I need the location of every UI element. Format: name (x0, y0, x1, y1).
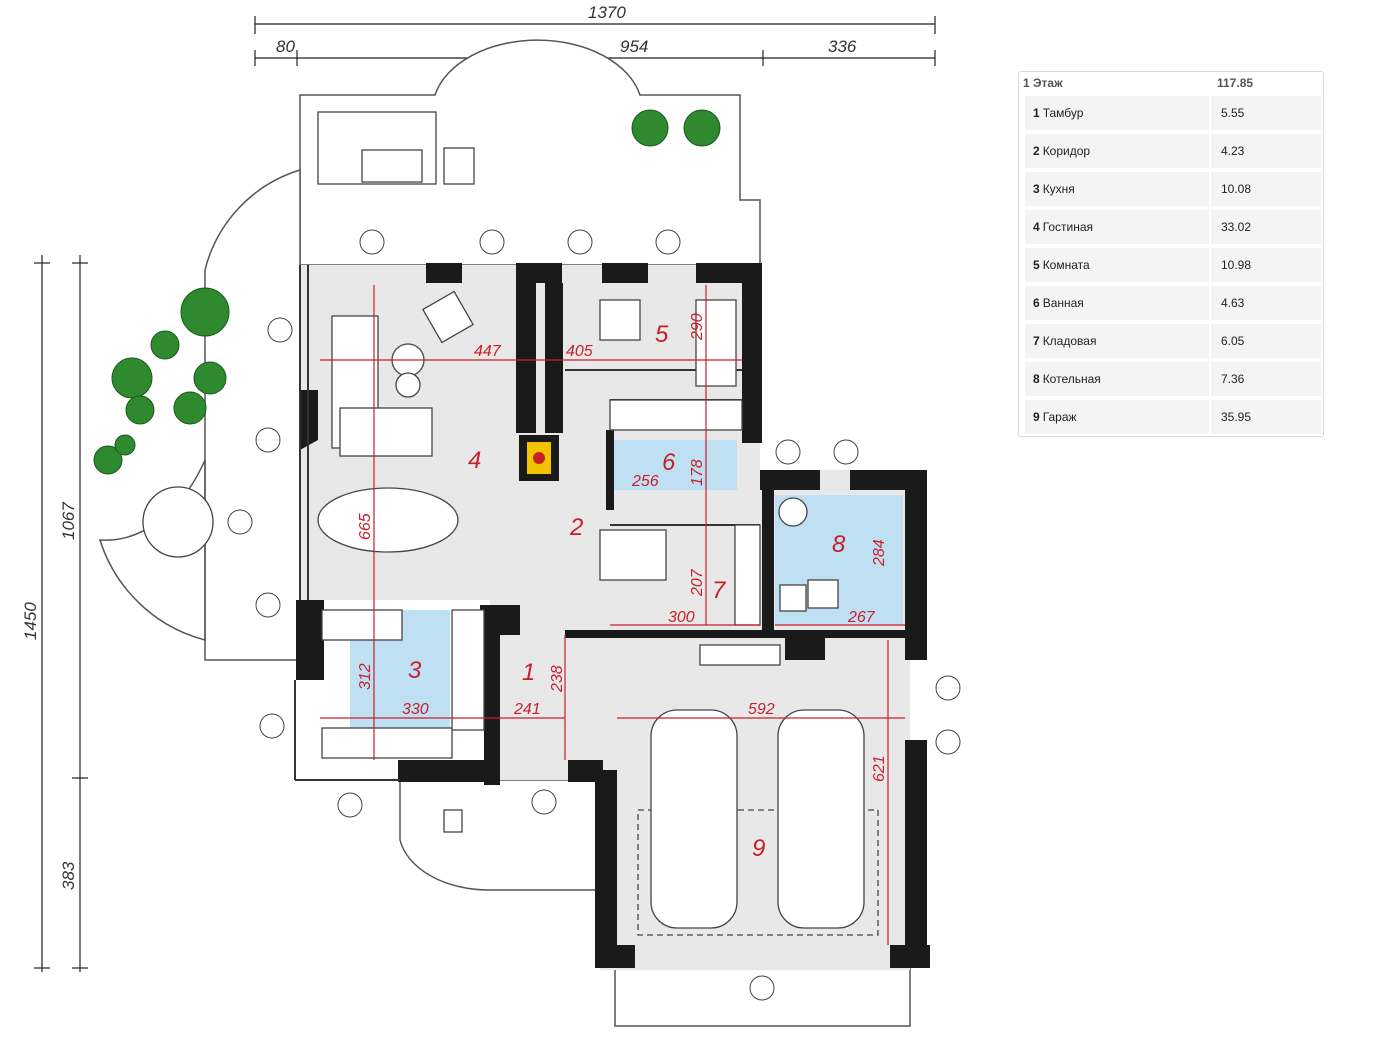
dim-r9-h: 621 (871, 755, 888, 782)
dim-r6-h: 178 (689, 459, 706, 486)
dimension-lines (34, 16, 936, 972)
legend-room-area: 10.08 (1211, 172, 1321, 206)
legend-room-name: Кладовая (1042, 334, 1097, 348)
legend-room-area: 4.23 (1211, 134, 1321, 168)
floor-plan: 1370 80 954 336 1450 1067 383 (21, 3, 961, 1027)
legend-header: 1 Этаж 117.85 (1019, 72, 1323, 94)
legend-room-area: 35.95 (1211, 400, 1321, 434)
legend-room-name: Комната (1042, 258, 1090, 272)
dim-r4-w: 447 (474, 343, 502, 360)
legend-room-number: 4 (1033, 220, 1040, 234)
legend-room-area: 7.36 (1211, 362, 1321, 396)
dim-top-mid: 954 (620, 37, 648, 56)
legend-room-name: Коридор (1042, 144, 1091, 158)
dim-left-lower: 383 (59, 861, 78, 890)
legend-room-area: 4.63 (1211, 286, 1321, 320)
room-number-4: 4 (468, 447, 481, 474)
legend-room-area: 5.55 (1211, 96, 1321, 130)
dim-r5-h: 290 (689, 313, 706, 341)
bathroom-area (612, 440, 737, 490)
opening-tags (227, 229, 961, 1001)
plants (93, 109, 721, 475)
legend-floor-label: 1 Этаж (1023, 76, 1063, 90)
room-dimension-lines (320, 285, 905, 945)
dim-r1-h: 238 (549, 665, 566, 693)
legend-room-number: 8 (1033, 372, 1040, 386)
dim-r3-h: 312 (357, 663, 374, 690)
room-number-6: 6 (662, 449, 676, 476)
legend-room-number: 6 (1033, 296, 1040, 310)
legend-room-name: Кухня (1042, 182, 1075, 196)
room-number-5: 5 (655, 321, 669, 348)
walls (296, 263, 930, 968)
fireplace (519, 435, 559, 481)
legend-room-name: Котельная (1042, 372, 1101, 386)
room-number-8: 8 (832, 531, 846, 558)
legend-floor-total: 117.85 (1217, 76, 1254, 90)
dim-r8-w: 267 (847, 609, 876, 626)
room-number-3: 3 (408, 657, 422, 684)
legend-room-area: 10.98 (1211, 248, 1321, 282)
dim-top-right: 336 (828, 37, 857, 56)
room-number-1: 1 (522, 659, 535, 686)
dim-r7-h: 207 (689, 568, 706, 597)
dim-r6-w: 256 (631, 473, 659, 490)
legend-room-number: 3 (1033, 182, 1040, 196)
legend-room-area: 33.02 (1211, 210, 1321, 244)
room-dimension-labels: 447 665 405 290 256 178 300 207 267 284 … (357, 313, 888, 782)
legend-room-name: Тамбур (1042, 106, 1084, 120)
legend-room-area: 6.05 (1211, 324, 1321, 358)
room-numbers: 1 2 3 4 5 6 7 8 9 (408, 321, 846, 862)
dim-top-left: 80 (276, 37, 295, 56)
dim-r7-w: 300 (668, 609, 695, 626)
terraces (98, 39, 911, 1027)
dim-r4-h: 665 (357, 513, 374, 540)
dim-r3-w: 330 (402, 701, 429, 718)
legend-room-name: Гараж (1042, 410, 1077, 424)
room-number-7: 7 (712, 577, 727, 604)
room-number-9: 9 (752, 835, 765, 862)
dim-r8-h: 284 (871, 539, 888, 567)
dim-r1-w: 241 (513, 701, 541, 718)
room-number-2: 2 (569, 514, 583, 541)
dim-left-total: 1450 (21, 602, 40, 640)
legend-room-name: Гостиная (1042, 220, 1094, 234)
legend-room-number: 1 (1033, 106, 1040, 120)
legend-room-number: 9 (1033, 410, 1040, 424)
legend-room-number: 7 (1033, 334, 1040, 348)
legend-room-number: 2 (1033, 144, 1040, 158)
legend-room-number: 5 (1033, 258, 1040, 272)
dim-r9-w: 592 (748, 701, 775, 718)
dim-r5-w: 405 (566, 343, 593, 360)
dim-top-total: 1370 (588, 3, 626, 22)
furniture (142, 111, 879, 936)
legend-room-name: Ванная (1042, 296, 1084, 310)
dim-left-upper: 1067 (59, 502, 78, 540)
